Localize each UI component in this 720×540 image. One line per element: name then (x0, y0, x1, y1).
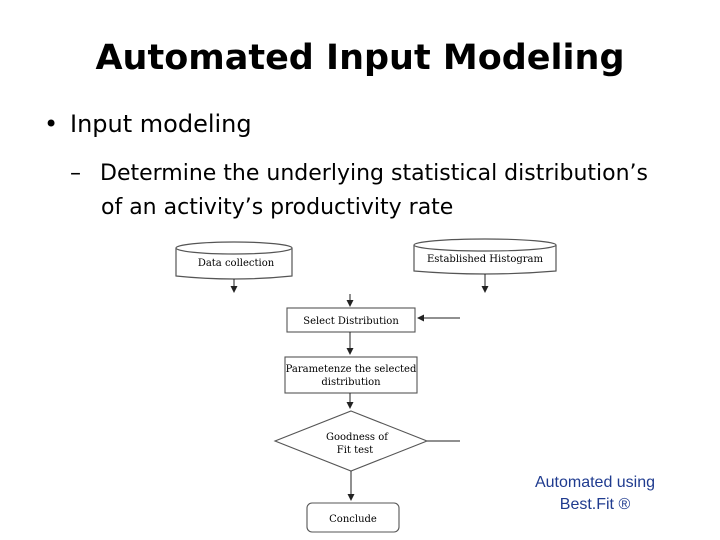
parameterize-node: Parametenze the selected distribution (284, 356, 418, 394)
caption-line-2: Best.Fit ® (559, 496, 631, 513)
parameterize-label-line-2: distribution (321, 377, 381, 388)
goodness-of-fit-node: Goodness of Fit test (273, 410, 429, 472)
sub-bullet-line-1: Determine the underlying statistical dis… (100, 161, 649, 186)
conclude-node: Conclude (306, 502, 400, 533)
select-distribution-label: Select Distribution (303, 316, 399, 327)
select-distribution-node: Select Distribution (286, 307, 416, 333)
caption: Automated using Best.Fit ® (505, 472, 685, 516)
established-histogram-label: Established Histogram (427, 254, 544, 265)
bullet-item: • Input modeling (44, 110, 252, 138)
sub-bullet-line-2: of an activity’s productivity rate (101, 195, 454, 220)
goodness-label-line-2: Fit test (337, 445, 373, 456)
goodness-label-line-1: Goodness of (326, 432, 389, 443)
bullet-text: Input modeling (70, 110, 252, 138)
bullet-icon: • (44, 110, 59, 138)
established-histogram-node: Established Histogram (413, 238, 557, 275)
data-collection-label: Data collection (198, 258, 275, 269)
parameterize-label-line-1: Parametenze the selected (286, 364, 417, 375)
sub-bullet-item: –Determine the underlying statistical di… (70, 157, 710, 225)
dash-icon: – (70, 161, 81, 186)
slide-title: Automated Input Modeling (95, 38, 625, 78)
data-collection-node: Data collection (175, 241, 293, 280)
conclude-label: Conclude (329, 514, 377, 525)
caption-line-1: Automated using (534, 474, 656, 491)
